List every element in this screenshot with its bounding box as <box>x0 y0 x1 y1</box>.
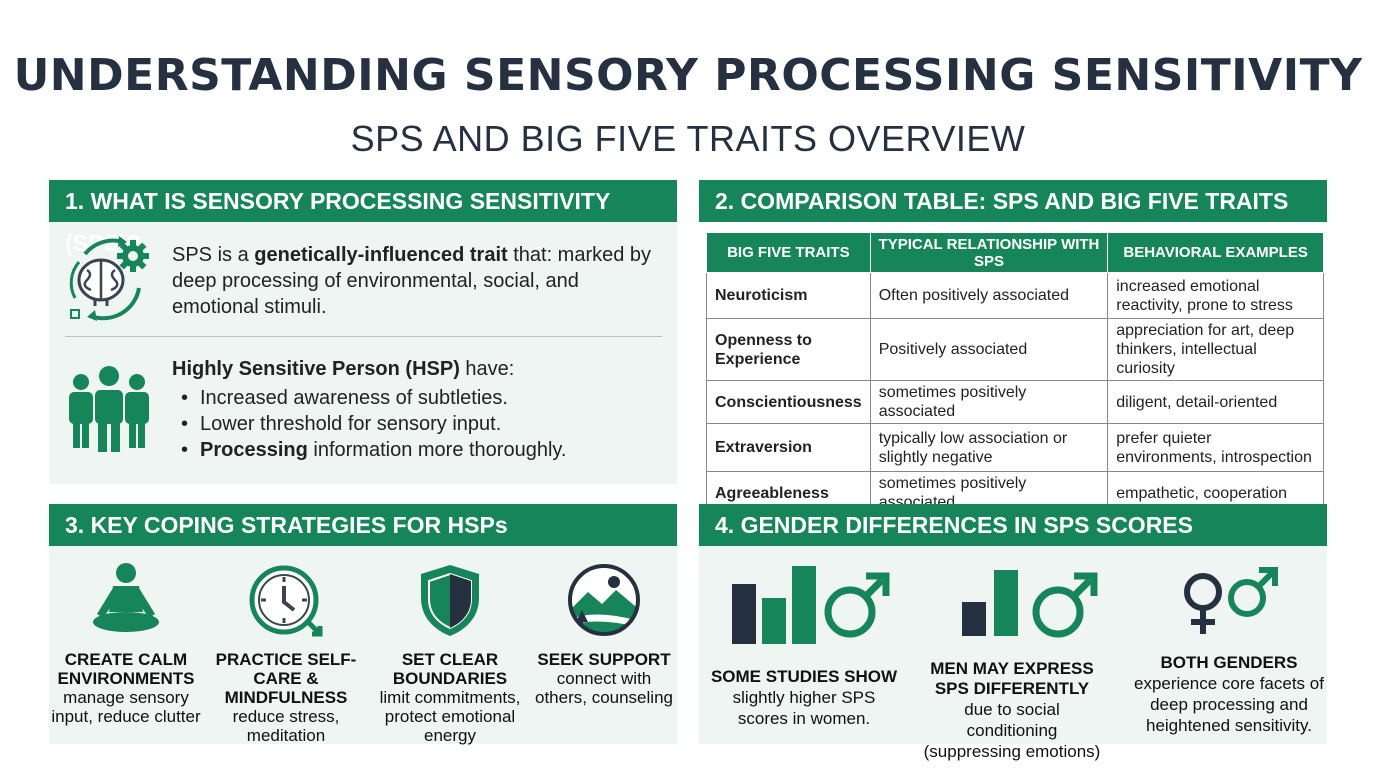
gender-item-desc: due to social conditioning (suppressing … <box>923 700 1101 761</box>
landscape-icon <box>568 564 640 636</box>
strategy-title: SET CLEAR BOUNDARIES <box>392 650 508 688</box>
table-row: Conscientiousness sometimes positively a… <box>706 380 1324 424</box>
column-header: TYPICAL RELATIONSHIP WITH SPS <box>869 232 1109 273</box>
gender-item-title: BOTH GENDERS <box>1160 653 1298 672</box>
bar-chart-male-icon <box>732 566 890 644</box>
section-comparison-table: 2. COMPARISON TABLE: SPS AND BIG FIVE TR… <box>699 180 1327 515</box>
section-gender-differences: 4. GENDER DIFFERENCES IN SPS SCORES SOME… <box>699 504 1327 761</box>
female-male-icon <box>1184 567 1278 634</box>
divider <box>65 336 662 337</box>
table-row: Extraversion typically low association o… <box>706 423 1324 472</box>
strategy-desc: connect with others, counseling <box>535 669 673 707</box>
page-title: UNDERSTANDING SENSORY PROCESSING SENSITI… <box>13 50 1363 101</box>
strategy-title: PRACTICE SELF-CARE & MINDFULNESS <box>215 650 357 707</box>
shield-icon <box>421 565 479 636</box>
column-header: BIG FIVE TRAITS <box>706 232 871 273</box>
strategy-desc: manage sensory input, reduce clutter <box>51 688 201 726</box>
strategy-item: SEEK SUPPORT connect with others, counse… <box>529 562 679 707</box>
people-group-icon <box>69 366 149 452</box>
gender-item: MEN MAY EXPRESS SPS DIFFERENTLY due to s… <box>917 562 1107 762</box>
table-row: Openness to Experience Positively associ… <box>706 318 1324 381</box>
gender-item-desc: experience core facets of deep processin… <box>1134 674 1324 735</box>
strategy-item: CREATE CALM ENVIRONMENTS manage sensory … <box>51 562 201 726</box>
list-item: Increased awareness of subtleties. <box>172 385 662 411</box>
column-header: BEHAVIORAL EXAMPLES <box>1107 232 1324 273</box>
section-what-is-sps: 1. WHAT IS SENSORY PROCESSING SENSITIVIT… <box>49 180 677 484</box>
clock-icon <box>249 565 323 637</box>
gender-item-title: SOME STUDIES SHOW <box>710 667 898 686</box>
section-heading: 4. GENDER DIFFERENCES IN SPS SCORES <box>699 504 1327 546</box>
list-item: Processing information more thoroughly. <box>172 437 662 463</box>
strategy-title: CREATE CALM ENVIRONMENTS <box>57 650 195 688</box>
strategy-desc: reduce stress, meditation <box>232 707 340 745</box>
hsp-traits-list: Increased awareness of subtleties. Lower… <box>172 385 662 463</box>
gender-item-title: MEN MAY EXPRESS SPS DIFFERENTLY <box>930 659 1094 698</box>
bar-chart-male-icon <box>962 570 1098 638</box>
section-heading: 1. WHAT IS SENSORY PROCESSING SENSITIVIT… <box>49 180 677 256</box>
page-subtitle: SPS AND BIG FIVE TRAITS OVERVIEW <box>350 118 1026 159</box>
strategy-desc: limit commitments, protect emotional ene… <box>379 688 521 745</box>
strategy-item: SET CLEAR BOUNDARIES limit commitments, … <box>375 562 525 745</box>
section-heading: 2. COMPARISON TABLE: SPS AND BIG FIVE TR… <box>699 180 1327 222</box>
strategy-item: PRACTICE SELF-CARE & MINDFULNESS reduce … <box>211 562 361 745</box>
gender-item-desc: slightly higher SPS scores in women. <box>732 688 876 728</box>
section-coping-strategies: 3. KEY COPING STRATEGIES FOR HSPs CREATE… <box>49 504 679 745</box>
meditation-icon <box>93 563 159 632</box>
hsp-description: Highly Sensitive Person (HSP) have: Incr… <box>172 356 662 463</box>
gender-item: BOTH GENDERS experience core facets of d… <box>1131 562 1327 736</box>
big-five-table: BIG FIVE TRAITS TYPICAL RELATIONSHIP WIT… <box>706 232 1324 515</box>
section-heading: 3. KEY COPING STRATEGIES FOR HSPs <box>49 504 677 546</box>
list-item: Lower threshold for sensory input. <box>172 411 662 437</box>
sps-definition: SPS is a genetically-influenced trait th… <box>172 244 652 318</box>
gender-item: SOME STUDIES SHOW slightly higher SPS sc… <box>709 562 899 729</box>
table-row: Neuroticism Often positively associated … <box>706 272 1324 319</box>
brain-gear-icon <box>69 236 149 321</box>
strategy-title: SEEK SUPPORT <box>537 650 671 669</box>
